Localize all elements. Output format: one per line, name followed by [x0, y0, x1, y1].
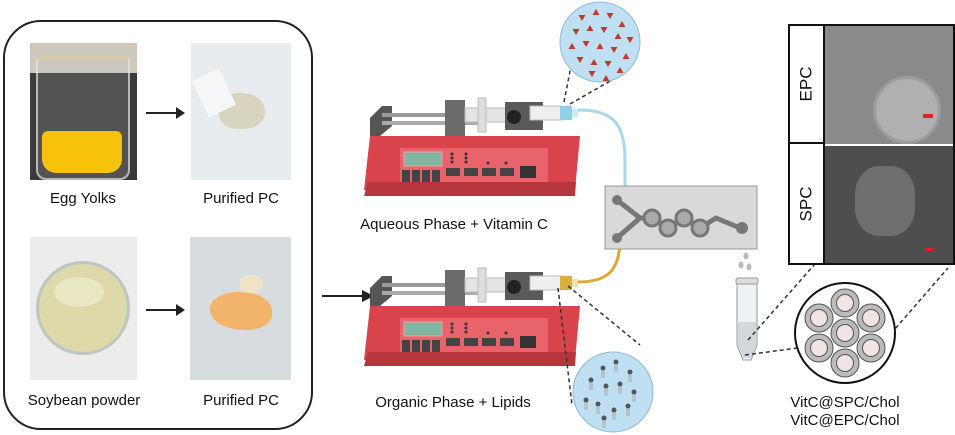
lipid-molecule	[613, 359, 619, 372]
pump-display	[403, 321, 443, 337]
lipid-molecule	[631, 389, 637, 402]
vitamin-c-particle	[590, 59, 598, 65]
liposome	[804, 303, 834, 333]
aqueous-tubing	[576, 108, 627, 205]
centrifuge-tube	[735, 277, 759, 361]
vitamin-c-particle	[614, 33, 622, 39]
lipid-molecule	[611, 407, 617, 420]
liposome	[856, 303, 886, 333]
vitamin-c-particle	[618, 21, 626, 27]
purified-pc-egg-photo	[191, 43, 291, 180]
vitamin-c-particle	[576, 57, 584, 63]
vitamin-c-particle	[588, 71, 596, 77]
arrow-soy-head	[176, 304, 185, 316]
liposome	[830, 288, 860, 318]
droplets	[738, 252, 752, 271]
soybean-powder-photo	[30, 237, 137, 380]
liposome	[856, 333, 886, 363]
product-label-1: VitC@SPC/Chol	[790, 394, 900, 411]
organic-phase-label: Organic Phase + Lipids	[375, 394, 531, 411]
tem-label-spc: SPC	[790, 144, 825, 263]
product-label-2: VitC@EPC/Chol	[790, 412, 900, 429]
tem-panel: EPC SPC	[788, 24, 955, 265]
vitamin-c-inset	[559, 1, 641, 83]
purified-pc-egg-label: Purified PC	[203, 190, 279, 207]
arrow-egg	[146, 112, 180, 114]
purified-pc-soy-photo	[190, 237, 291, 380]
vitamin-c-particle	[616, 67, 624, 73]
lipid-molecule	[600, 365, 606, 378]
arrow-egg-head	[176, 107, 185, 119]
vitamin-c-particle	[622, 53, 630, 59]
lipid-molecule	[601, 415, 607, 428]
egg-yolks-label: Egg Yolks	[50, 190, 116, 207]
pump-display	[403, 151, 443, 167]
lipid-molecule	[595, 401, 601, 414]
vitamin-c-particle	[568, 43, 576, 49]
liposome	[804, 333, 834, 363]
purified-pc-soy-label: Purified PC	[203, 392, 279, 409]
aqueous-syringe-pump	[364, 97, 580, 196]
lipid-molecule	[603, 383, 609, 396]
vitamin-c-particle	[586, 25, 594, 31]
lipid-molecule	[625, 403, 631, 416]
vitamin-c-particle	[604, 61, 612, 67]
lipid-molecule	[583, 397, 589, 410]
liposome	[830, 348, 860, 378]
vitamin-c-particles	[568, 9, 634, 81]
vitamin-c-particle	[606, 13, 614, 19]
tem-label-epc: EPC	[790, 26, 825, 144]
vitamin-c-particle	[592, 9, 600, 15]
lipid-particles	[583, 359, 637, 428]
tem-image-spc	[825, 146, 953, 263]
vitamin-c-particle	[572, 29, 580, 35]
liposome	[830, 318, 860, 348]
arrow-to-pump	[322, 295, 364, 297]
vitamin-c-particle	[578, 15, 586, 21]
arrow-soy	[146, 309, 180, 311]
lipid-inset	[572, 351, 654, 433]
aqueous-phase-label: Aqueous Phase + Vitamin C	[360, 216, 548, 233]
vitamin-c-particle	[600, 27, 608, 33]
liposomes	[804, 288, 886, 378]
soybean-powder-label: Soybean powder	[27, 392, 141, 409]
lipid-molecule	[588, 377, 594, 390]
vitamin-c-particle	[596, 43, 604, 49]
egg-yolk-photo	[30, 43, 137, 180]
lipid-molecule	[617, 381, 623, 394]
vitamin-c-particle	[626, 37, 634, 43]
microfluidic-chip	[604, 185, 758, 250]
source-panel	[3, 20, 313, 430]
organic-syringe-pump	[364, 267, 580, 366]
tem-image-epc	[825, 26, 953, 144]
vitamin-c-particle	[582, 41, 590, 47]
vitamin-c-particle	[602, 75, 610, 81]
vitamin-c-particle	[610, 47, 618, 53]
lipid-molecule	[627, 369, 633, 382]
